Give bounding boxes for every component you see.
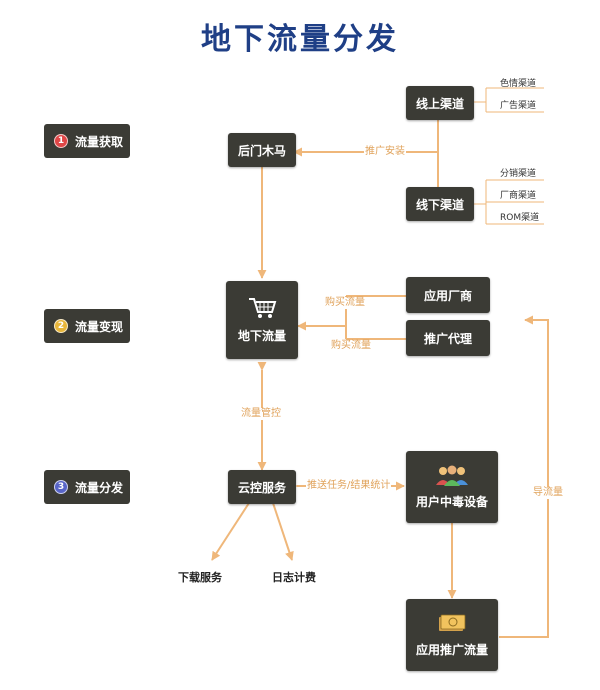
node-label: 线上渠道 xyxy=(415,96,464,111)
node-app-vendor: 应用厂商 xyxy=(406,277,490,313)
stage-acquire: 1 流量获取 xyxy=(44,124,130,158)
stage-monetize: 2 流量变现 xyxy=(44,309,130,343)
output-download-service: 下载服务 xyxy=(178,571,222,584)
node-online-channel: 线上渠道 xyxy=(406,86,474,120)
stage-badge: 3 xyxy=(54,480,68,494)
page-title: 地下流量分发 xyxy=(201,22,399,57)
users-icon xyxy=(435,464,469,489)
output-log-billing: 日志计费 xyxy=(272,571,316,584)
node-label: 云控服务 xyxy=(237,480,286,495)
edge-download xyxy=(211,502,250,561)
offline-channel-item: 分销渠道 xyxy=(500,169,537,179)
node-promo-agent: 推广代理 xyxy=(406,320,490,356)
node-label: 应用推广流量 xyxy=(415,643,488,657)
node-label: 推广代理 xyxy=(423,331,472,346)
stage-badge: 2 xyxy=(54,319,68,333)
stage-label: 流量分发 xyxy=(75,480,124,495)
node-backdoor: 后门木马 xyxy=(228,133,296,167)
stage-distribute: 3 流量分发 xyxy=(44,470,130,504)
edge-label-preinstall: 推广安装 xyxy=(364,146,406,158)
node-infected-device: 用户中毒设备 xyxy=(406,451,498,523)
online-bracket xyxy=(474,87,544,113)
stage-label: 流量变现 xyxy=(75,319,124,334)
node-cloud-control: 云控服务 xyxy=(228,470,296,504)
edge-billing xyxy=(272,502,294,561)
node-label: 用户中毒设备 xyxy=(415,495,488,509)
node-label: 后门木马 xyxy=(237,143,286,158)
node-offline-channel: 线下渠道 xyxy=(406,187,474,221)
node-label: 线下渠道 xyxy=(415,197,464,212)
node-label: 地下流量 xyxy=(237,329,286,343)
edge-label-buy-vendor: 购买流量 xyxy=(324,297,366,309)
stage-label: 流量获取 xyxy=(75,134,124,149)
node-app-promo-traffic: 应用推广流量 xyxy=(406,599,498,671)
node-underground: 地下流量 xyxy=(226,281,298,359)
edge-label-buy-agent: 购买流量 xyxy=(330,340,372,352)
edge-label-control: 流量管控 xyxy=(240,408,282,420)
offline-channel-item: 厂商渠道 xyxy=(500,191,537,201)
shopping-cart-icon xyxy=(247,296,277,323)
offline-channel-item: ROM渠道 xyxy=(500,213,540,223)
money-icon xyxy=(437,612,467,637)
offline-bracket xyxy=(474,179,544,225)
edge-label-guide: 导流量 xyxy=(532,487,564,499)
edge-label-push: 推送任务/结果统计 xyxy=(306,480,392,492)
edge-guide xyxy=(499,315,549,638)
online-channel-item: 广告渠道 xyxy=(500,101,537,111)
stage-badge: 1 xyxy=(54,134,68,148)
node-label: 应用厂商 xyxy=(423,288,472,303)
online-channel-item: 色情渠道 xyxy=(500,79,537,89)
